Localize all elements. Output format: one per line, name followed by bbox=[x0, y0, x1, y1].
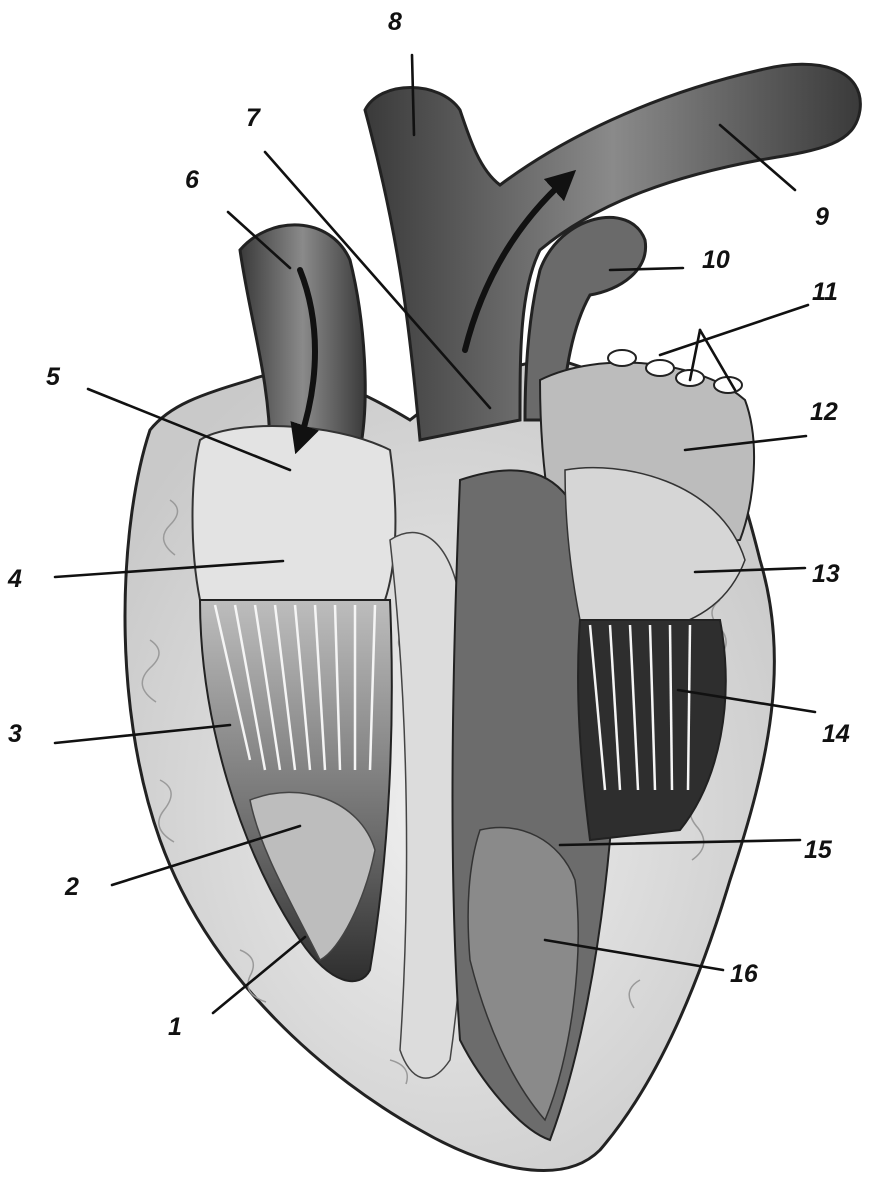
label-16: 16 bbox=[730, 960, 759, 988]
label-14: 14 bbox=[822, 720, 850, 748]
label-4: 4 bbox=[7, 565, 22, 593]
label-15: 15 bbox=[804, 836, 833, 864]
label-9: 9 bbox=[815, 203, 829, 231]
right-atrium bbox=[193, 426, 396, 600]
label-1: 1 bbox=[168, 1013, 182, 1041]
label-5: 5 bbox=[46, 363, 61, 391]
label-10: 10 bbox=[702, 246, 730, 274]
label-12: 12 bbox=[810, 398, 838, 426]
label-7: 7 bbox=[246, 104, 261, 132]
label-11: 11 bbox=[812, 278, 838, 306]
label-6: 6 bbox=[185, 166, 200, 194]
label-13: 13 bbox=[812, 560, 840, 588]
label-3: 3 bbox=[8, 720, 22, 748]
label-8: 8 bbox=[388, 8, 402, 36]
label-2: 2 bbox=[64, 873, 79, 901]
